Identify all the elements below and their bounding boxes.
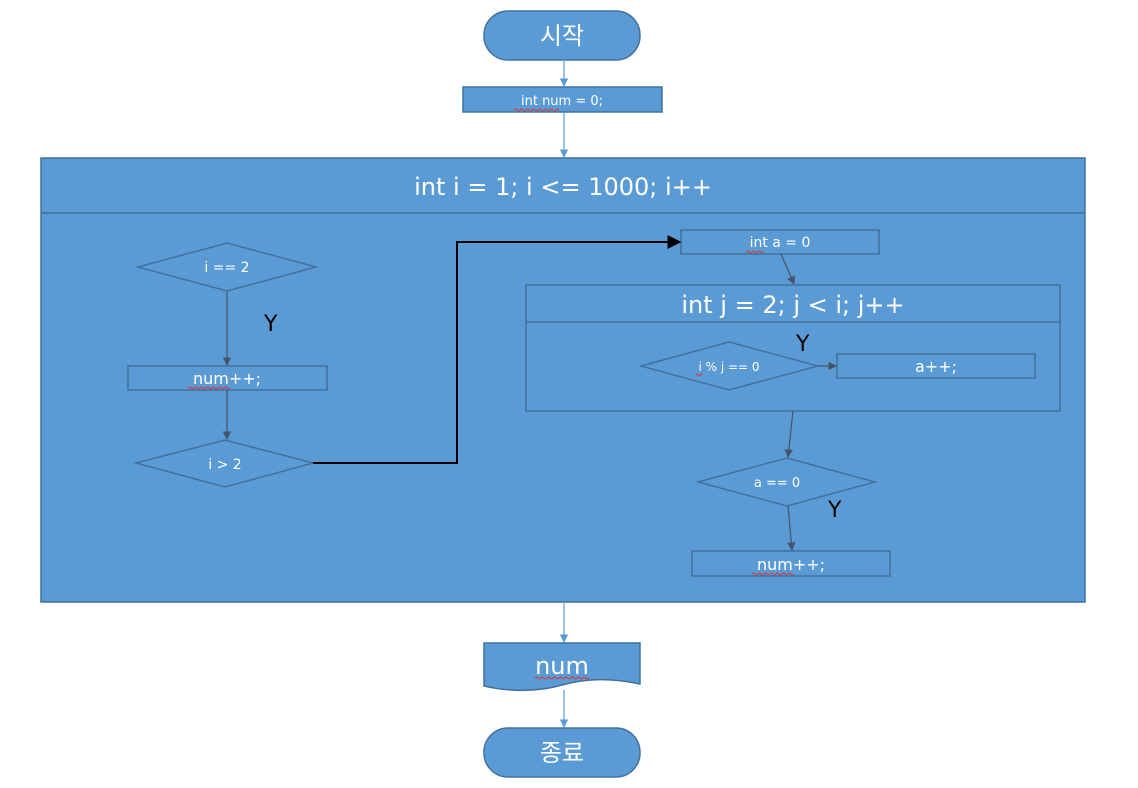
a-inc-label: a++; — [915, 357, 957, 376]
branch-yes-i-eq-2: Y — [263, 312, 278, 337]
end-label: 종료 — [540, 739, 584, 767]
spell-squiggle — [751, 572, 795, 576]
arrow-i-gt-2-to-init-a — [313, 235, 682, 464]
decision-a-eq-0-label: a == 0 — [754, 476, 800, 491]
outer-loop-label: int i = 1; i <= 1000; i++ — [414, 173, 712, 201]
spell-squiggle — [187, 386, 231, 390]
num-inc-right-label: num++; — [757, 555, 825, 574]
start-label: 시작 — [540, 22, 584, 50]
decision-i-gt-2: i > 2 — [133, 439, 316, 488]
num-inc-right-process: num++; — [691, 550, 891, 577]
init-num-process: int num = 0; — [462, 86, 663, 113]
branch-yes-a-eq-0: Y — [827, 498, 842, 523]
init-num-label: int num = 0; — [521, 94, 603, 109]
spell-squiggle — [534, 676, 590, 680]
inner-loop-box: int j = 2; j < i; j++ — [525, 284, 1061, 412]
decision-i-eq-2-label: i == 2 — [204, 260, 249, 276]
num-inc-left-label: num++; — [193, 369, 261, 388]
arrow-a-eq-0-to-num-inc — [787, 505, 796, 551]
a-inc-process: a++; — [836, 353, 1036, 379]
output-num-label: num — [535, 652, 589, 680]
init-a-process: int a = 0 — [680, 229, 880, 255]
spell-squiggle — [695, 373, 703, 377]
decision-a-eq-0: a == 0 — [695, 457, 878, 507]
inner-loop-label: int j = 2; j < i; j++ — [681, 291, 904, 319]
decision-i-gt-2-label: i > 2 — [208, 457, 241, 473]
decision-i-eq-2: i == 2 — [135, 242, 319, 292]
spell-squiggle — [513, 108, 560, 112]
spell-squiggle — [745, 250, 765, 254]
arrow-inner-loop-to-a-eq-0 — [784, 410, 794, 458]
end-terminator: 종료 — [483, 727, 641, 778]
arrow-init-a-to-inner-loop — [780, 253, 795, 285]
branch-yes-mod: Y — [795, 332, 810, 357]
num-inc-left-process: num++; — [127, 365, 328, 391]
init-a-label: int a = 0 — [750, 235, 811, 251]
output-num-document: num — [483, 642, 641, 692]
start-terminator: 시작 — [483, 10, 641, 61]
decision-mod-label: i % j == 0 — [698, 360, 759, 374]
